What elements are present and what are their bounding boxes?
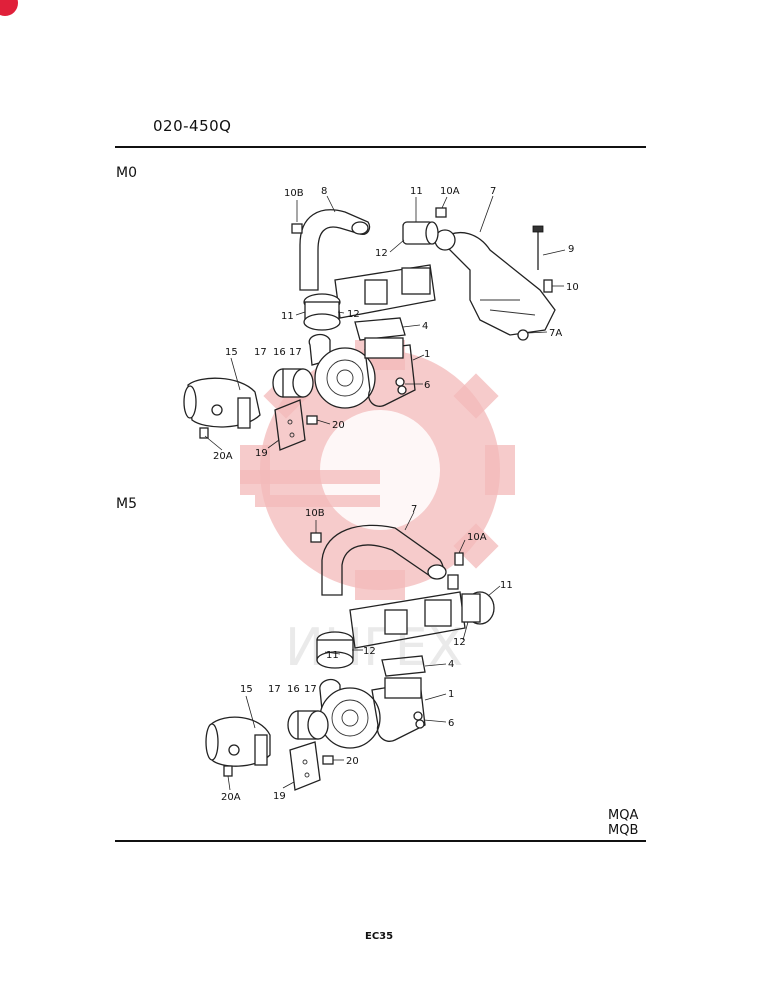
m0-callout: 15 [225,347,238,358]
m0-callout: 20A [213,451,233,462]
m5-assembly [205,511,501,791]
m5-callout: 12 [363,646,376,657]
m0-callout: 6 [424,380,430,391]
m0-callout: 17 [254,347,267,358]
m0-callout: 1 [424,349,430,360]
m0-callout: 12 [375,248,388,259]
m0-callout: 17 [289,347,302,358]
m5-callout: 20 [346,756,359,767]
m0-callout: 8 [321,186,327,197]
part-code: 020-450Q [153,117,232,135]
m0-callout: 7A [549,328,562,339]
m5-callout: 16 [287,684,300,695]
m5-callout: 17 [304,684,317,695]
bottom-rule [115,840,646,842]
corner-badge [0,0,18,16]
m0-callout: 11 [410,186,423,197]
m5-callout: 19 [273,791,286,802]
m0-callout: 10A [440,186,460,197]
m0-callout: 12 [347,309,360,320]
m0-callout: 19 [255,448,268,459]
m0-callout: 10 [566,282,579,293]
section-label-m0: M0 [116,165,137,181]
m5-callout: 20A [221,792,241,803]
m5-callout: 1 [448,689,454,700]
m5-callout: 15 [240,684,253,695]
m0-assembly [183,195,566,451]
model-code: MQB [608,823,639,838]
m5-callout: 7 [411,504,417,515]
m5-callout: 10B [305,508,325,519]
m5-callout: 11 [326,650,339,661]
m5-callout: 10A [467,532,487,543]
m0-callout: 11 [281,311,294,322]
section-label-m5: M5 [116,496,137,512]
m5-callout: 17 [268,684,281,695]
m0-callout: 10B [284,188,304,199]
m0-callout: 9 [568,244,574,255]
watermark-text: ИНГЕХ [285,618,463,678]
m5-callout: 11 [500,580,513,591]
m0-callout: 4 [422,321,428,332]
m5-callout: 4 [448,659,454,670]
m5-callout: 6 [448,718,454,729]
model-code: MQA [608,808,639,823]
m0-callout: 20 [332,420,345,431]
m5-callout: 12 [453,637,466,648]
page-number: EC35 [365,931,394,942]
m0-callout: 16 [273,347,286,358]
top-rule [115,146,646,148]
m0-callout: 7 [490,186,496,197]
model-codes: MQA MQB [608,808,638,838]
